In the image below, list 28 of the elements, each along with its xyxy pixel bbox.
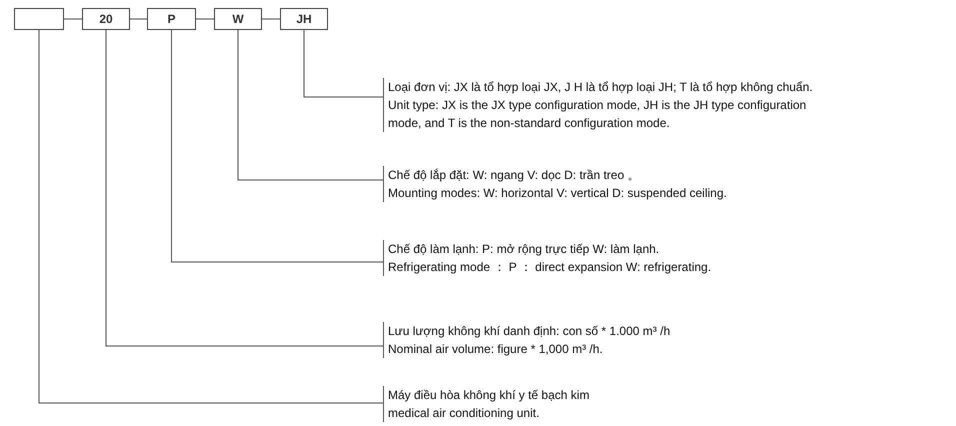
code-letter: P xyxy=(167,12,176,26)
code-box xyxy=(214,8,262,30)
description-text: Refrigerating mode ： P ： direct expansion W: refrigerating. xyxy=(388,259,712,276)
connector-line xyxy=(38,30,384,404)
code-box xyxy=(280,8,328,30)
description-text: Chế độ lắp đặt: W: ngang V: dọc D: trần treo 。 xyxy=(388,167,640,184)
description-text: Unit type: JX is the JX type configuration mode, JH is the JH type configuration mode, and T is the non-standard configuration mode. xyxy=(388,97,808,132)
description-text: medical air conditioning unit. xyxy=(388,405,540,422)
description-text: Loại đơn vị: JX là tổ hợp loại JX, J H là tổ hợp loại JH; T là tổ hợp không chuẩn. xyxy=(388,79,814,96)
connector-line xyxy=(130,18,148,20)
connector-line xyxy=(262,18,280,20)
connector-line xyxy=(304,30,384,98)
code-letter: W xyxy=(232,12,244,26)
description-text: Lưu lượng không khí danh định: con số * 1.000 m³ /h xyxy=(388,323,672,340)
description-text: Máy điều hòa không khí y tế bạch kim xyxy=(388,387,590,404)
description-text: Mounting modes: W: horizontal V: vertical D: suspended ceiling. xyxy=(388,185,728,202)
code-letter: 20 xyxy=(99,12,113,26)
connector-line xyxy=(106,30,384,346)
description-text: Nominal air volume: figure * 1,000 m³ /h. xyxy=(388,341,604,358)
code-box xyxy=(147,8,196,30)
connector-line xyxy=(64,18,82,20)
connector-line xyxy=(196,18,214,20)
code-box xyxy=(82,8,130,30)
connector-line xyxy=(171,30,384,262)
code-letter: JH xyxy=(296,12,312,26)
description-text: Chế độ làm lạnh: P: mở rộng trực tiếp W: làm lạnh. xyxy=(388,241,660,258)
code-box xyxy=(14,8,64,30)
connector-line xyxy=(238,30,384,180)
